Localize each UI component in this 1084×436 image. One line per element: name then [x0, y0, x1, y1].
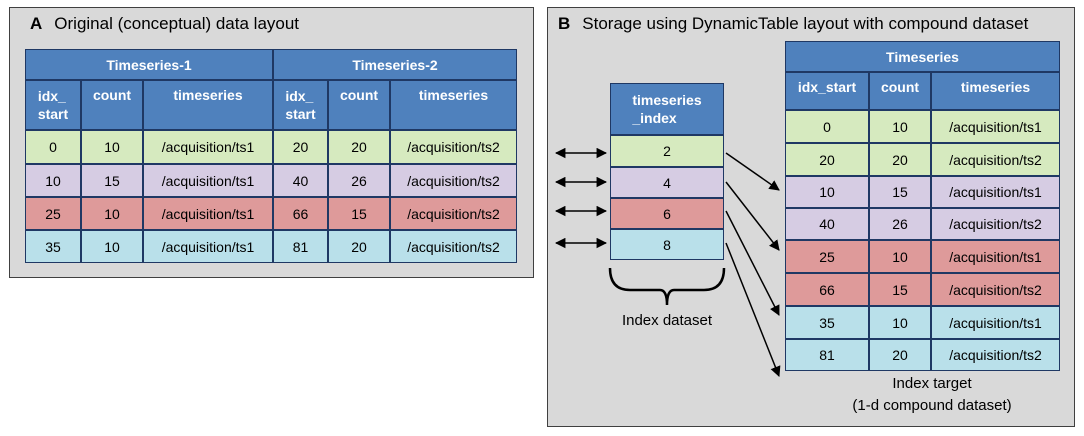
panel-a-title: A Original (conceptual) data layout — [30, 14, 299, 34]
index-pointer-arrow — [725, 210, 780, 316]
table-cell: /acquisition/ts1 — [143, 164, 273, 197]
table-cell: /acquisition/ts2 — [390, 230, 517, 263]
table-cell: /acquisition/ts1 — [143, 197, 273, 230]
target-cell: 15 — [869, 273, 931, 306]
target-cell: /acquisition/ts2 — [931, 273, 1060, 306]
table-cell: /acquisition/ts1 — [143, 230, 273, 263]
target-cell: 81 — [785, 339, 869, 371]
group-header-timeseries-2: Timeseries-2 — [273, 49, 517, 80]
index-column-header: timeseries _index — [610, 83, 724, 135]
group-header-timeseries-1: Timeseries-1 — [25, 49, 273, 80]
index-pointer-arrow — [725, 181, 780, 251]
index-pointer-arrow — [725, 152, 780, 191]
table-cell: /acquisition/ts2 — [390, 130, 517, 164]
target-cell: /acquisition/ts1 — [931, 110, 1060, 143]
table-cell: 26 — [328, 164, 390, 197]
panel-a-letter: A — [30, 14, 43, 33]
index-cell: 4 — [610, 167, 724, 198]
target-cell: 35 — [785, 306, 869, 339]
panel-b-title-text: Storage using DynamicTable layout with c… — [582, 14, 1029, 33]
panel-b-title: B Storage using DynamicTable layout with … — [558, 14, 1028, 34]
target-cell: 10 — [869, 306, 931, 339]
table-cell: 20 — [328, 230, 390, 263]
column-header: timeseries — [390, 80, 517, 130]
index-pointer-arrow — [725, 242, 781, 377]
target-cell: 10 — [869, 240, 931, 273]
target-cell: /acquisition/ts1 — [931, 240, 1060, 273]
column-header: idx_ start — [273, 80, 328, 130]
panel-b-letter: B — [558, 14, 571, 33]
table-cell: /acquisition/ts2 — [390, 197, 517, 230]
target-cell: /acquisition/ts1 — [931, 176, 1060, 208]
target-cell: 0 — [785, 110, 869, 143]
table-cell: 10 — [81, 130, 143, 164]
index-dataset-label: Index dataset — [621, 312, 713, 329]
index-cell: 8 — [610, 229, 724, 260]
target-cell: 20 — [869, 143, 931, 176]
index-target-label-line1: Index target — [892, 375, 972, 392]
table-cell: /acquisition/ts2 — [390, 164, 517, 197]
target-cell: 25 — [785, 240, 869, 273]
table-cell: 66 — [273, 197, 328, 230]
target-cell: 10 — [785, 176, 869, 208]
target-cell: /acquisition/ts2 — [931, 208, 1060, 240]
table-cell: 0 — [25, 130, 81, 164]
target-cell: /acquisition/ts2 — [931, 143, 1060, 176]
table-cell: /acquisition/ts1 — [143, 130, 273, 164]
table-cell: 10 — [81, 197, 143, 230]
target-cell: 40 — [785, 208, 869, 240]
table-cell: 15 — [81, 164, 143, 197]
target-column-header: idx_start — [785, 72, 869, 110]
target-column-header: count — [869, 72, 931, 110]
column-header: idx_ start — [25, 80, 81, 130]
target-cell: 66 — [785, 273, 869, 306]
target-cell: 10 — [869, 110, 931, 143]
index-cell: 6 — [610, 198, 724, 229]
target-column-header: timeseries — [931, 72, 1060, 110]
table-cell: 10 — [25, 164, 81, 197]
target-cell: 20 — [785, 143, 869, 176]
table-cell: 25 — [25, 197, 81, 230]
table-cell: 81 — [273, 230, 328, 263]
table-cell: 15 — [328, 197, 390, 230]
table-cell: 20 — [273, 130, 328, 164]
index-cell: 2 — [610, 135, 724, 167]
target-cell: 15 — [869, 176, 931, 208]
table-cell: 40 — [273, 164, 328, 197]
column-header: timeseries — [143, 80, 273, 130]
table-cell: 20 — [328, 130, 390, 164]
table-cell: 10 — [81, 230, 143, 263]
target-cell: /acquisition/ts1 — [931, 306, 1060, 339]
column-header: count — [328, 80, 390, 130]
target-group-header: Timeseries — [785, 41, 1060, 72]
panel-a-title-text: Original (conceptual) data layout — [54, 14, 300, 33]
table-cell: 35 — [25, 230, 81, 263]
target-cell: 26 — [869, 208, 931, 240]
index-target-label-line2: (1-d compound dataset) — [852, 397, 1012, 414]
target-cell: /acquisition/ts2 — [931, 339, 1060, 371]
column-header: count — [81, 80, 143, 130]
target-cell: 20 — [869, 339, 931, 371]
index-dataset-brace — [608, 267, 726, 306]
